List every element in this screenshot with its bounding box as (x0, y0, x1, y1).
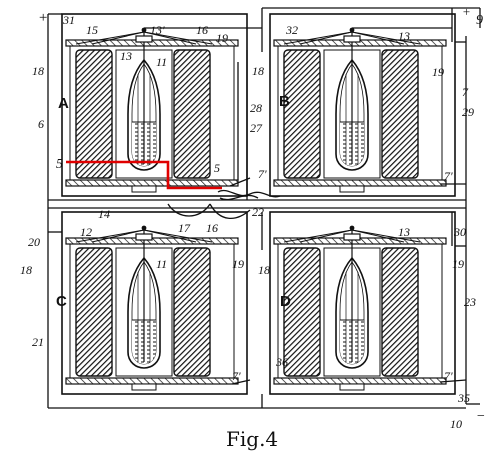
numeral-n13d: 13 (398, 225, 410, 239)
numeral-n9: 9 (476, 13, 483, 28)
numeral-n7pc: 7' (232, 369, 241, 383)
cell-c (61, 211, 248, 395)
numeral-n15: 15 (86, 23, 98, 37)
unit-label-c: C (56, 293, 67, 310)
numeral-n36: 36 (275, 355, 288, 369)
numeral-n5red: 5 (56, 157, 63, 172)
numeral-n19c: 19 (232, 257, 244, 271)
numeral-n13p: 13' (150, 23, 165, 37)
numeral-n35: 35 (457, 391, 470, 405)
numeral-n18a: 18 (32, 64, 44, 78)
unit-label-d: D (280, 293, 291, 310)
numeral-n7pb: 7' (444, 169, 453, 183)
numeral-n13b: 13 (398, 29, 410, 43)
numeral-n19b: 19 (432, 65, 444, 79)
numeral-n18c: 18 (20, 263, 32, 277)
numeral-n21: 21 (32, 335, 44, 349)
numeral-n6: 6 (38, 117, 44, 131)
numeral-minus: − (476, 409, 485, 424)
numeral-n7: 7 (462, 85, 469, 99)
numeral-labels: + 31 15 13' 16 19 18 13 11 6 28 27 5 5 7… (20, 4, 485, 431)
numeral-n16b: 16 (206, 221, 218, 235)
numeral-n23: 23 (464, 295, 476, 309)
numeral-n11c: 11 (156, 257, 167, 271)
terminal-plus-left: + (38, 10, 48, 26)
numeral-n19a: 19 (216, 31, 228, 45)
numeral-n18b: 18 (252, 64, 264, 78)
numeral-n14: 14 (98, 207, 110, 221)
cell-b (269, 13, 456, 197)
numeral-n31: 31 (62, 13, 75, 27)
unit-labels: A B C D (56, 93, 291, 310)
cell-d (269, 211, 456, 395)
numeral-n11a: 11 (156, 55, 167, 69)
numeral-n20: 20 (28, 235, 40, 249)
figure-caption: Fig.4 (226, 427, 278, 451)
highlight-wire (66, 160, 222, 190)
numeral-plus: + (462, 4, 471, 19)
numeral-n17: 17 (178, 221, 191, 235)
numeral-n29: 29 (462, 105, 474, 119)
numeral-n28: 28 (250, 101, 262, 115)
numeral-n16: 16 (196, 23, 208, 37)
numeral-n10: 10 (450, 417, 462, 431)
numeral-n19d: 19 (452, 257, 464, 271)
numeral-n13a: 13 (120, 49, 132, 63)
numeral-n5: 5 (214, 161, 220, 175)
numeral-n22: 22 (252, 205, 264, 219)
wiring (47, 7, 481, 409)
unit-label-a: A (58, 95, 69, 112)
numeral-n18d: 18 (258, 263, 270, 277)
numeral-n30: 30 (453, 225, 466, 239)
numeral-n27: 27 (250, 121, 263, 135)
numeral-n7pa: 7' (258, 167, 267, 181)
numeral-n32: 32 (285, 23, 298, 37)
unit-label-b: B (279, 93, 290, 110)
numeral-n12: 12 (80, 225, 92, 239)
numeral-n7pd: 7' (444, 369, 453, 383)
